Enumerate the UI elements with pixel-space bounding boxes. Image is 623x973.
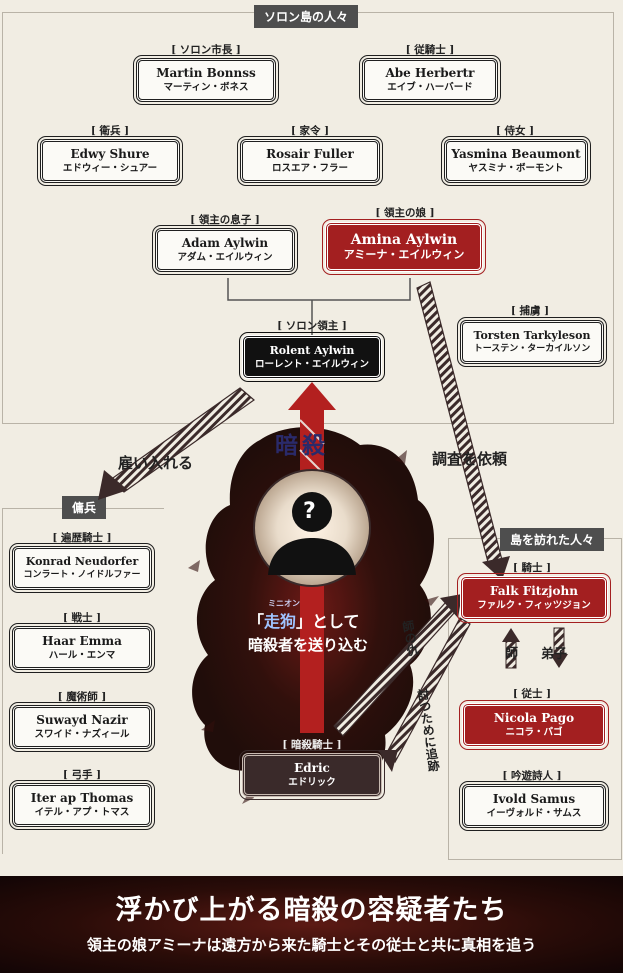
role-label: [ ソロン市長 ]: [171, 44, 241, 56]
character-name-jp: ニコラ・パゴ: [505, 727, 563, 738]
character-name-jp: ローレント・エイルウィン: [254, 359, 369, 370]
character-card-martin[interactable]: Martin Bonnss マーティン・ボネス: [133, 55, 279, 105]
minion-ruby: ミニオン: [268, 599, 300, 608]
character-name-en: Torsten Tarkyleson: [473, 329, 591, 342]
character-name-en: Ivold Samus: [492, 792, 576, 806]
role-label: [ 吟遊詩人 ]: [502, 770, 562, 782]
island-section-title: ソロン島の人々: [254, 5, 359, 28]
role-label: [ ソロン領主 ]: [277, 320, 347, 332]
character-name-jp: スワイド・ナズィール: [34, 729, 130, 740]
role-label: [ 従士 ]: [512, 688, 552, 700]
role-label: [ 領主の娘 ]: [375, 207, 435, 219]
role-label: [ 家令 ]: [290, 125, 330, 137]
character-name-jp: コンラート・ノイドルファー: [23, 570, 141, 580]
character-name-jp: エドウィー・シュアー: [62, 163, 158, 174]
footer-subtitle: 領主の娘アミーナは遠方から来た騎士とその従士と共に真相を追う: [86, 936, 537, 954]
character-card-suwayd[interactable]: Suwayd Nazir スワイド・ナズィール: [9, 702, 155, 752]
minion-word: 走狗: [264, 612, 297, 631]
role-label: [ 衛兵 ]: [90, 125, 130, 137]
master-label: 師: [502, 646, 517, 659]
character-name-jp: イテル・アプ・トマス: [34, 807, 130, 818]
character-name-jp: エイブ・ハーバード: [387, 82, 473, 93]
character-card-yasmina[interactable]: Yasmina Beaumont ヤスミナ・ボーモント: [441, 136, 591, 186]
character-card-adam[interactable]: Adam Aylwin アダム・エイルウィン: [152, 225, 298, 275]
character-name-jp: アダム・エイルウィン: [177, 252, 273, 263]
character-card-abe[interactable]: Abe Herbertr エイブ・ハーバード: [359, 55, 501, 105]
role-label: [ 従騎士 ]: [405, 44, 455, 56]
minion-line: 「走狗」として: [248, 608, 360, 632]
character-name-en: Rolent Aylwin: [269, 344, 355, 357]
send-assassin-line: 暗殺者を送り込む: [248, 636, 369, 654]
question-mark: ?: [303, 499, 316, 524]
character-name-en: Adam Aylwin: [181, 236, 269, 250]
character-card-edric[interactable]: Edric エドリック: [239, 750, 385, 800]
character-name-jp: ヤスミナ・ボーモント: [468, 163, 564, 174]
character-name-en: Konrad Neudorfer: [25, 555, 139, 568]
character-card-nicola[interactable]: Nicola Pago ニコラ・パゴ: [459, 700, 609, 750]
disciple-label: 弟子: [541, 647, 568, 662]
character-name-jp: エドリック: [288, 777, 336, 788]
investigate-label: 調査を依頼: [432, 450, 508, 468]
character-name-jp: ハール・エンマ: [48, 650, 116, 661]
relationship-arrows: [98, 278, 568, 804]
character-card-edwy[interactable]: Edwy Shure エドウィー・シュアー: [37, 136, 183, 186]
character-name-jp: アミーナ・エイルウィン: [343, 248, 465, 261]
character-card-ivold[interactable]: Ivold Samus イーヴォルド・サムス: [459, 781, 609, 831]
character-name-en: Amina Aylwin: [350, 232, 458, 248]
character-name-jp: マーティン・ボネス: [163, 82, 249, 93]
mercenaries-section-title: 傭兵: [62, 496, 107, 519]
character-name-en: Suwayd Nazir: [36, 713, 128, 727]
character-name-en: Edric: [294, 761, 330, 775]
role-label: [ 魔術師 ]: [57, 691, 107, 703]
footer-banner: 浮かび上がる暗殺の容疑者たち 領主の娘アミーナは遠方から来た騎士とその従士と共に…: [0, 876, 623, 973]
role-label: [ 騎士 ]: [512, 562, 552, 574]
quote-open: 「: [248, 612, 265, 631]
hire-label: 雇い入れる: [118, 454, 194, 472]
quote-close: 」として: [296, 612, 360, 631]
visitors-section-title: 島を訪れた人々: [500, 528, 605, 551]
character-card-rolent[interactable]: Rolent Aylwin ローレント・エイルウィン: [239, 332, 385, 382]
character-name-en: Abe Herbertr: [385, 66, 475, 80]
footer-title: 浮かび上がる暗殺の容疑者たち: [115, 895, 508, 926]
role-label: [ 弓手 ]: [62, 769, 102, 781]
character-card-falk[interactable]: Falk Fitzjohn ファルク・フィッツジョン: [457, 573, 611, 623]
character-name-en: Martin Bonnss: [156, 66, 256, 80]
assassination-label: 暗殺: [275, 433, 329, 459]
role-label: [ 暗殺騎士 ]: [282, 739, 342, 751]
character-card-amina[interactable]: Amina Aylwin アミーナ・エイルウィン: [322, 219, 486, 275]
character-name-jp: イーヴォルド・サムス: [486, 808, 582, 819]
role-label: [ 遍歴騎士 ]: [52, 532, 112, 544]
role-label: [ 捕虜 ]: [510, 305, 550, 317]
character-card-rosair[interactable]: Rosair Fuller ロスエア・フラー: [237, 136, 383, 186]
role-label: [ 侍女 ]: [495, 125, 535, 137]
character-name-en: Nicola Pago: [493, 711, 575, 725]
character-card-konrad[interactable]: Konrad Neudorfer コンラート・ノイドルファー: [9, 543, 155, 593]
character-name-en: Iter ap Thomas: [30, 791, 134, 805]
character-name-en: Rosair Fuller: [266, 147, 354, 161]
character-name-jp: ロスエア・フラー: [271, 163, 348, 174]
character-card-torsten[interactable]: Torsten Tarkyleson トーステン・ターカイルソン: [457, 317, 607, 367]
role-label: [ 領主の息子 ]: [190, 214, 260, 226]
character-name-en: Haar Emma: [42, 634, 122, 648]
character-name-en: Yasmina Beaumont: [451, 147, 581, 161]
character-card-haar[interactable]: Haar Emma ハール・エンマ: [9, 623, 155, 673]
character-name-en: Falk Fitzjohn: [490, 584, 578, 598]
character-name-en: Edwy Shure: [70, 147, 150, 161]
role-label: [ 戦士 ]: [62, 612, 102, 624]
character-card-iter[interactable]: Iter ap Thomas イテル・アプ・トマス: [9, 780, 155, 830]
character-name-jp: ファルク・フィッツジョン: [477, 600, 591, 611]
character-name-jp: トーステン・ターカイルソン: [473, 344, 591, 354]
